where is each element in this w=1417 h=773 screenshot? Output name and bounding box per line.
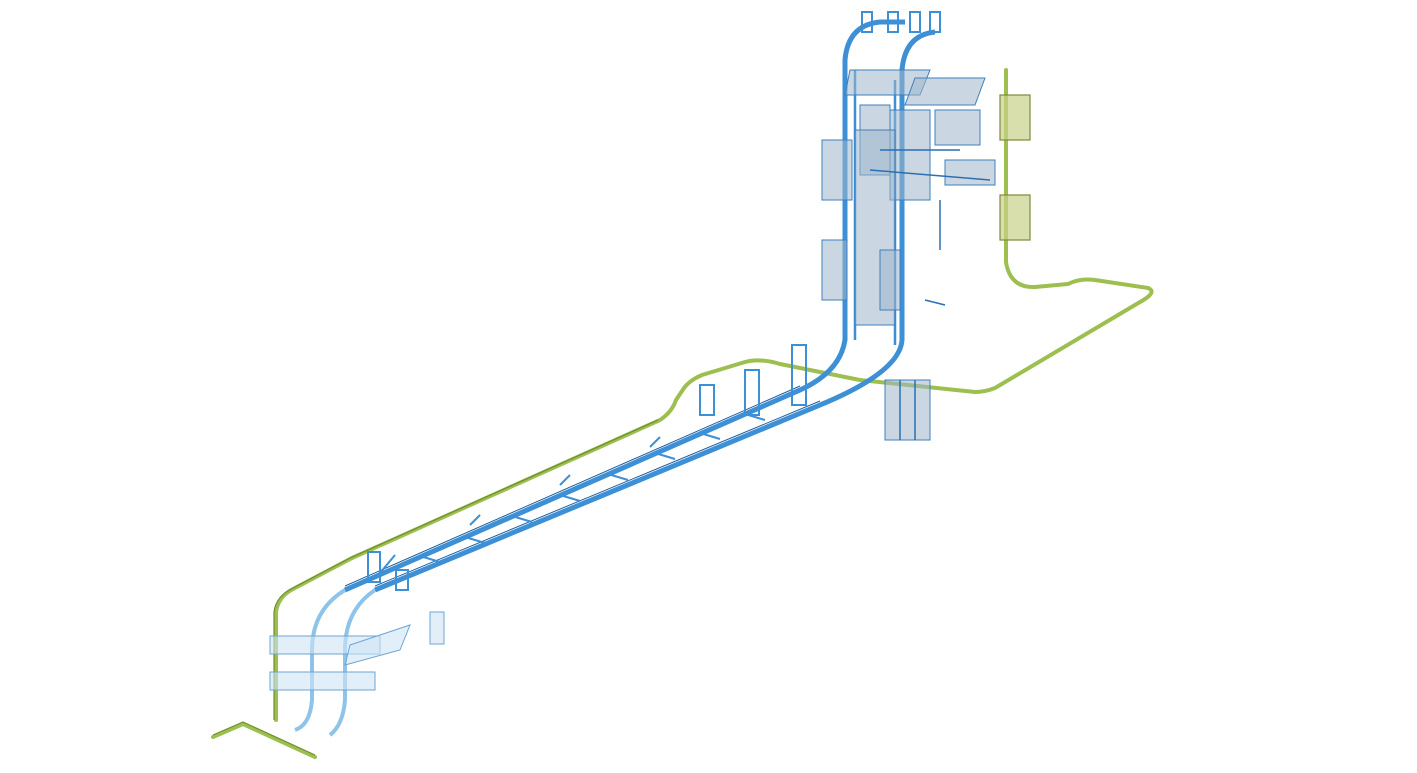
upper-equipment — [821, 69, 996, 441]
cable-trays — [343, 19, 936, 593]
electrical-enclosures — [999, 94, 1031, 241]
tray-left — [343, 19, 905, 593]
lower-panels — [269, 611, 445, 691]
conduit-lower-left — [211, 722, 317, 759]
tray-drops — [294, 588, 377, 737]
ladder-frames — [367, 11, 941, 591]
enclosure-lower — [999, 194, 1031, 241]
tray-right — [374, 29, 936, 593]
conduit-main — [274, 68, 1154, 722]
enclosure-upper — [999, 94, 1031, 141]
conduit-run — [211, 68, 1154, 759]
